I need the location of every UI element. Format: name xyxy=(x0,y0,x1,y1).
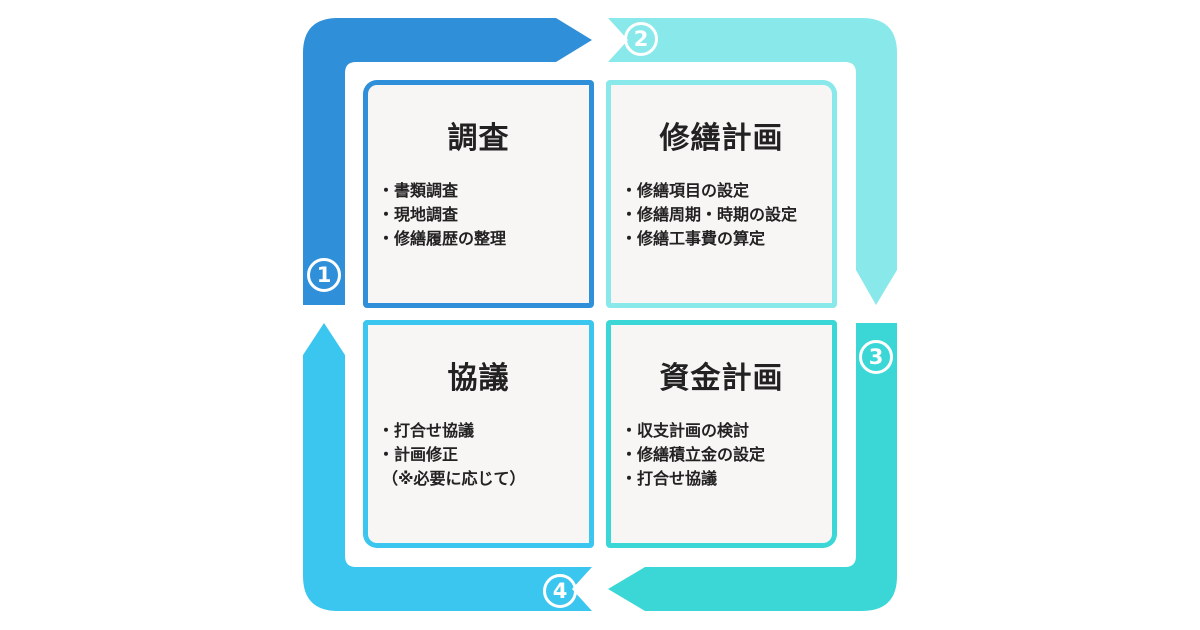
card-list: 修繕項目の設定 修繕周期・時期の設定 修繕工事費の算定 xyxy=(611,179,832,251)
list-item: 収支計画の検討 xyxy=(621,419,832,443)
list-item: 修繕工事費の算定 xyxy=(621,227,832,251)
card-list: 収支計画の検討 修繕積立金の設定 打合せ協議 xyxy=(611,419,832,491)
card-list: 書類調査 現地調査 修繕履歴の整理 xyxy=(368,179,589,251)
step-number-4: 4 xyxy=(543,574,577,608)
card-step-1: 調査 書類調査 現地調査 修繕履歴の整理 xyxy=(363,80,594,308)
list-item: 打合せ協議 xyxy=(378,419,589,443)
step-number-1: 1 xyxy=(307,258,341,292)
list-item: 修繕項目の設定 xyxy=(621,179,832,203)
card-step-4: 協議 打合せ協議 計画修正 （※必要に応じて） xyxy=(363,320,594,548)
list-item: 修繕積立金の設定 xyxy=(621,443,832,467)
card-step-2: 修繕計画 修繕項目の設定 修繕周期・時期の設定 修繕工事費の算定 xyxy=(606,80,837,308)
list-item: 現地調査 xyxy=(378,203,589,227)
card-list: 打合せ協議 計画修正 （※必要に応じて） xyxy=(368,419,589,491)
list-item-note: （※必要に応じて） xyxy=(382,469,526,488)
card-title: 協議 xyxy=(447,361,510,396)
card-step-3: 資金計画 収支計画の検討 修繕積立金の設定 打合せ協議 xyxy=(606,320,837,548)
list-item: 修繕履歴の整理 xyxy=(378,227,589,251)
list-item: 修繕周期・時期の設定 xyxy=(621,203,832,227)
card-title: 調査 xyxy=(447,121,510,156)
card-title: 修繕計画 xyxy=(659,121,784,156)
step-number-3: 3 xyxy=(859,340,893,374)
card-title: 資金計画 xyxy=(659,361,784,396)
list-item: 打合せ協議 xyxy=(621,467,832,491)
list-item: 書類調査 xyxy=(378,179,589,203)
step-number-2: 2 xyxy=(624,22,658,56)
list-item: 計画修正 xyxy=(378,443,589,467)
